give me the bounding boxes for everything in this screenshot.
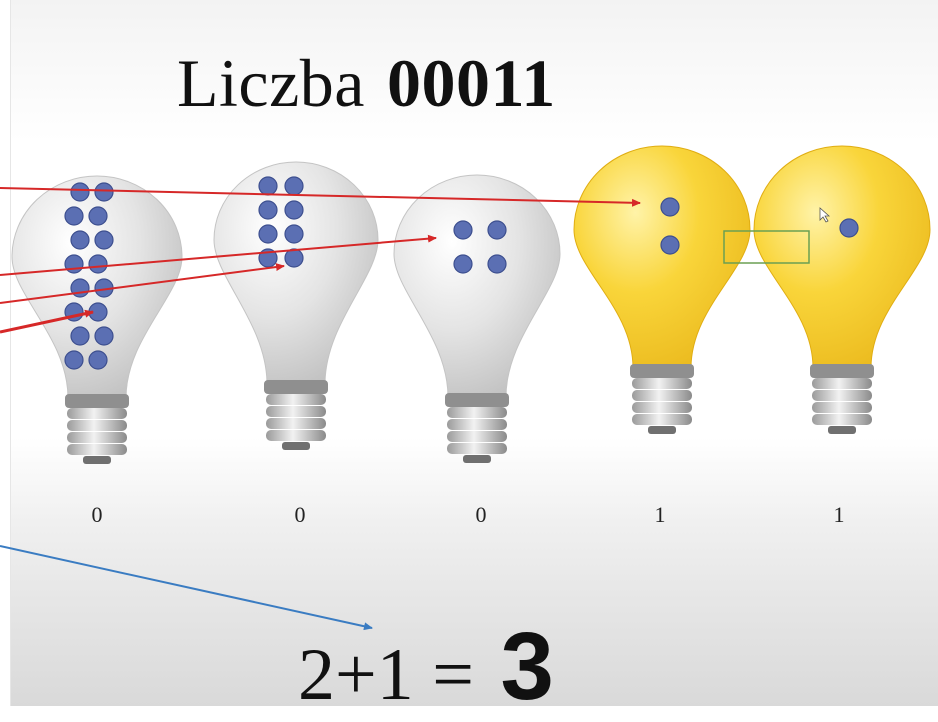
equation-result: 3	[500, 613, 554, 720]
dot	[258, 176, 278, 196]
dot	[64, 350, 84, 370]
dot	[453, 254, 473, 274]
equation: 2+1 = 3	[298, 612, 554, 722]
bit-label: 1	[833, 502, 845, 527]
title-prefix: Liczba	[177, 45, 365, 121]
dot	[284, 176, 304, 196]
dot	[487, 220, 507, 240]
dot	[258, 200, 278, 220]
lit-bulb	[573, 145, 751, 434]
dot	[94, 326, 114, 346]
unlit-bulb	[213, 161, 379, 450]
dot	[88, 350, 108, 370]
dot	[70, 182, 90, 202]
dot	[258, 224, 278, 244]
dot	[88, 254, 108, 274]
dot	[88, 206, 108, 226]
dot	[487, 254, 507, 274]
dot	[94, 182, 114, 202]
title-number: 00011	[386, 45, 556, 121]
dot	[284, 200, 304, 220]
bulbs-illustration	[11, 145, 931, 464]
dot	[70, 326, 90, 346]
dot	[70, 278, 90, 298]
lit-bulb	[753, 145, 931, 434]
bit-label: 1	[654, 502, 666, 527]
dot	[64, 206, 84, 226]
dot	[64, 302, 84, 322]
unlit-bulb	[393, 174, 561, 463]
dot	[70, 230, 90, 250]
dot	[64, 254, 84, 274]
dot	[88, 302, 108, 322]
bit-label: 0	[91, 502, 103, 527]
dot	[284, 224, 304, 244]
dot	[94, 230, 114, 250]
bit-label: 0	[294, 502, 306, 527]
dot	[839, 218, 859, 238]
bit-label: 0	[475, 502, 487, 527]
dot	[94, 278, 114, 298]
slide-title: Liczba 00011	[177, 44, 556, 123]
dot	[284, 248, 304, 268]
dot	[660, 235, 680, 255]
dot	[258, 248, 278, 268]
dot	[453, 220, 473, 240]
dot	[660, 197, 680, 217]
unlit-bulb	[11, 175, 183, 464]
equation-expression: 2+1 =	[298, 634, 493, 716]
